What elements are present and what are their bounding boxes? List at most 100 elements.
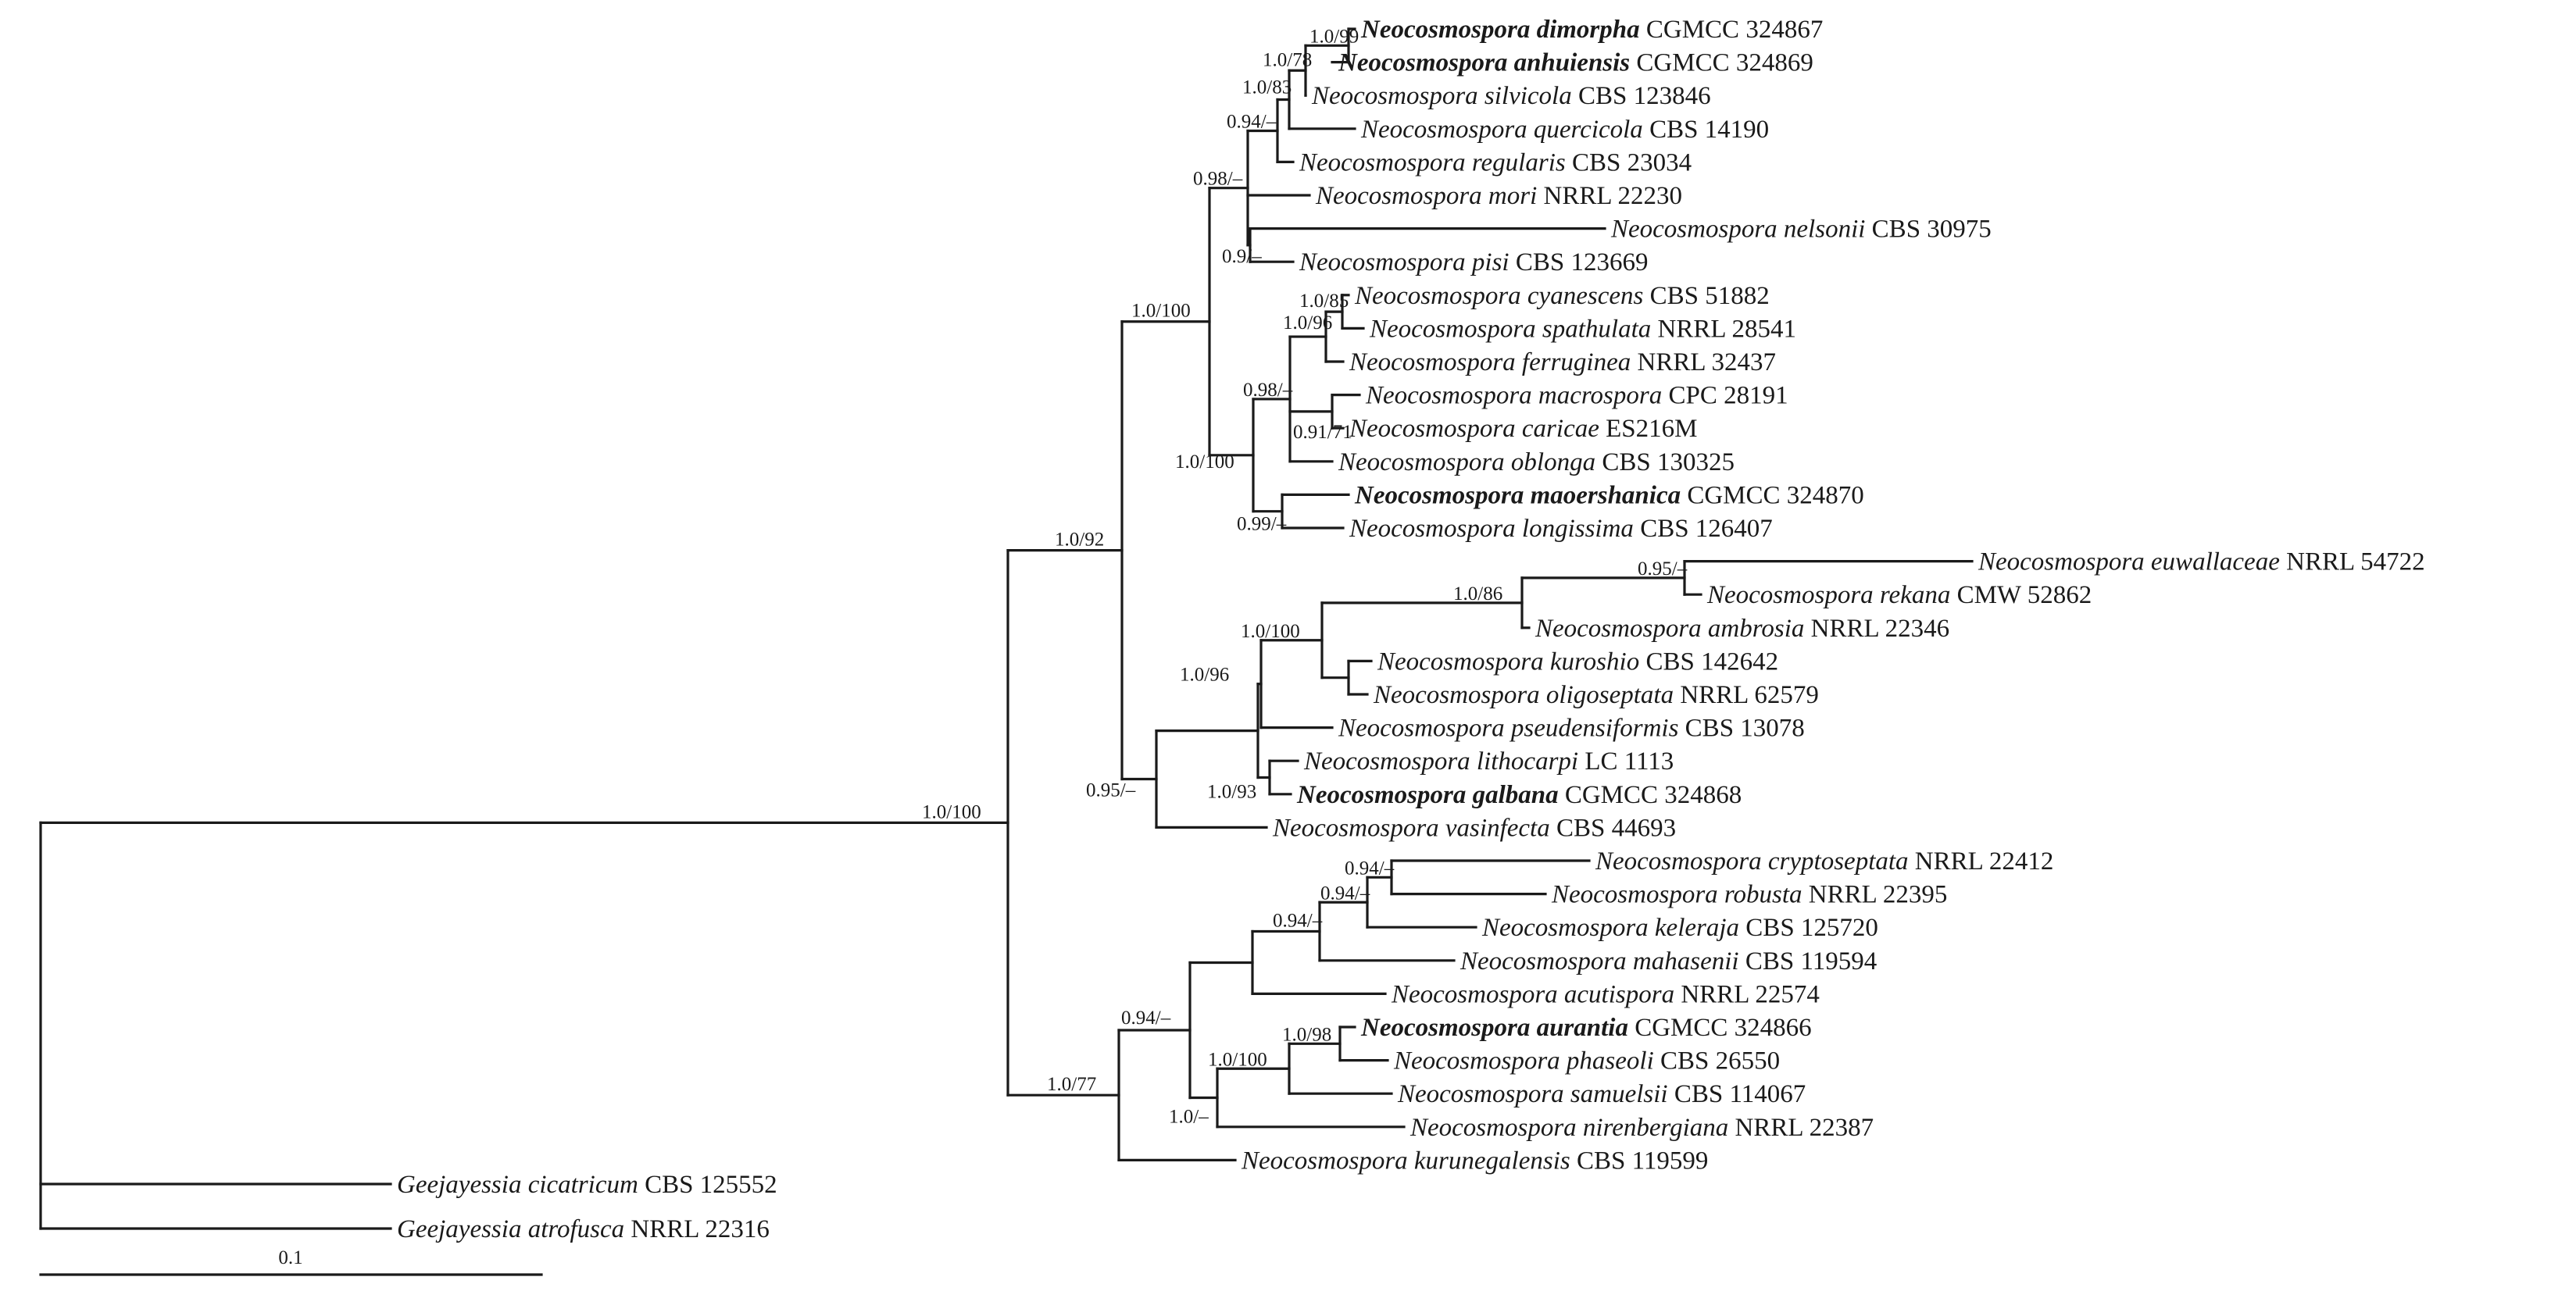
- taxon-label: Neocosmospora dimorpha CGMCC 324867: [1360, 16, 1823, 44]
- taxon-label: Neocosmospora caricae ES216M: [1349, 415, 1697, 443]
- strain-code: CBS 125720: [1739, 914, 1878, 942]
- species-name: Neocosmospora regularis: [1299, 148, 1566, 177]
- strain-code: CBS 126407: [1634, 515, 1773, 543]
- taxon-label: Neocosmospora ferruginea NRRL 32437: [1349, 348, 1776, 376]
- taxon-label: Neocosmospora mori NRRL 22230: [1315, 182, 1682, 210]
- strain-code: CBS 13078: [1678, 715, 1804, 743]
- species-name: Neocosmospora cyanescens: [1354, 282, 1643, 310]
- taxon-label: Neocosmospora acutispora NRRL 22574: [1391, 980, 1820, 1008]
- species-name: Neocosmospora nelsonii: [1610, 216, 1865, 244]
- support-value: 1.0/77: [1047, 1074, 1096, 1095]
- taxon-label: Neocosmospora aurantia CGMCC 324866: [1360, 1014, 1812, 1042]
- taxon-label: Neocosmospora rekana CMW 52862: [1706, 581, 2092, 609]
- taxon-label: Geejayessia cicatricum CBS 125552: [397, 1171, 777, 1199]
- strain-code: CBS 26550: [1654, 1047, 1780, 1075]
- support-value: 1.0/96: [1283, 312, 1332, 333]
- support-value: 1.0/100: [1131, 301, 1191, 322]
- species-name: Neocosmospora keleraja: [1481, 914, 1739, 942]
- taxon-label: Neocosmospora macrospora CPC 28191: [1365, 382, 1788, 410]
- species-name: Geejayessia cicatricum: [397, 1171, 638, 1199]
- strain-code: NRRL 22230: [1537, 182, 1682, 210]
- taxon-label: Neocosmospora mahasenii CBS 119594: [1459, 947, 1877, 976]
- taxon-label: Neocosmospora longissima CBS 126407: [1349, 515, 1773, 543]
- strain-code: CBS 119594: [1739, 947, 1878, 976]
- strain-code: CPC 28191: [1662, 382, 1788, 410]
- species-name: Neocosmospora pisi: [1299, 248, 1510, 276]
- support-value: 0.94/–: [1121, 1008, 1171, 1029]
- strain-code: LC 1113: [1578, 747, 1674, 776]
- support-value: 0.94/–: [1227, 111, 1277, 132]
- support-value: 0.94/–: [1345, 858, 1395, 879]
- taxon-label: Geejayessia atrofusca NRRL 22316: [397, 1215, 770, 1243]
- species-name: Neocosmospora aurantia: [1360, 1014, 1628, 1042]
- strain-code: NRRL 32437: [1631, 348, 1776, 376]
- support-value: 1.0/83: [1242, 77, 1292, 98]
- taxon-label: Neocosmospora regularis CBS 23034: [1299, 148, 1692, 177]
- species-name: Neocosmospora lithocarpi: [1303, 747, 1578, 776]
- strain-code: CBS 130325: [1595, 448, 1735, 476]
- species-name: Neocosmospora vasinfecta: [1272, 814, 1550, 842]
- species-name: Neocosmospora galbana: [1296, 781, 1559, 809]
- species-name: Neocosmospora anhuiensis: [1338, 49, 1630, 77]
- strain-code: CBS 142642: [1639, 647, 1778, 676]
- support-value: 1.0/100: [1208, 1049, 1267, 1070]
- species-name: Neocosmospora kuroshio: [1377, 647, 1639, 676]
- species-name: Neocosmospora nirenbergiana: [1409, 1114, 1728, 1142]
- strain-code: CGMCC 324869: [1630, 49, 1813, 77]
- taxon-label: Neocosmospora spathulata NRRL 28541: [1369, 315, 1796, 343]
- species-name: Neocosmospora pseudensiformis: [1338, 715, 1678, 743]
- species-name: Neocosmospora maoershanica: [1354, 481, 1681, 509]
- taxon-label: Neocosmospora kuroshio CBS 142642: [1377, 647, 1778, 676]
- species-name: Neocosmospora mahasenii: [1459, 947, 1739, 976]
- species-name: Neocosmospora mori: [1315, 182, 1537, 210]
- support-value: 0.91/71: [1293, 422, 1352, 443]
- species-name: Neocosmospora longissima: [1349, 515, 1634, 543]
- strain-code: CBS 119599: [1570, 1147, 1709, 1175]
- species-name: Neocosmospora spathulata: [1369, 315, 1651, 343]
- support-value: 0.95/–: [1638, 558, 1688, 580]
- strain-code: NRRL 22316: [624, 1215, 770, 1243]
- taxon-label: Neocosmospora silvicola CBS 123846: [1311, 82, 1711, 110]
- strain-code: NRRL 22412: [1909, 847, 2054, 876]
- strain-code: CBS 30975: [1865, 216, 1991, 244]
- species-name: Geejayessia atrofusca: [397, 1215, 624, 1243]
- taxon-label: Neocosmospora anhuiensis CGMCC 324869: [1338, 49, 1813, 77]
- species-name: Neocosmospora rekana: [1706, 581, 1950, 609]
- taxon-label: Neocosmospora oligoseptata NRRL 62579: [1373, 681, 1819, 709]
- support-value: 1.0/–: [1169, 1107, 1209, 1128]
- taxon-labels: Neocosmospora dimorpha CGMCC 324867Neoco…: [397, 16, 2425, 1243]
- support-value: 1.0/98: [1282, 1024, 1331, 1045]
- strain-code: CGMCC 324866: [1628, 1014, 1812, 1042]
- support-value: 1.0/96: [1180, 665, 1229, 686]
- taxon-label: Neocosmospora galbana CGMCC 324868: [1296, 781, 1742, 809]
- strain-code: CBS 114067: [1668, 1080, 1806, 1108]
- species-name: Neocosmospora cryptoseptata: [1595, 847, 1909, 876]
- support-value: 1.0/99: [1309, 26, 1359, 47]
- taxon-label: Neocosmospora euwallaceae NRRL 54722: [1978, 548, 2425, 576]
- support-value: 0.94/–: [1273, 911, 1323, 932]
- species-name: Neocosmospora samuelsii: [1397, 1080, 1668, 1108]
- support-value: 0.98/–: [1243, 380, 1293, 401]
- species-name: Neocosmospora phaseoli: [1393, 1047, 1654, 1075]
- strain-code: CBS 123669: [1510, 248, 1649, 276]
- taxon-label: Neocosmospora quercicola CBS 14190: [1360, 116, 1769, 144]
- support-value: 0.94/–: [1320, 883, 1370, 904]
- species-name: Neocosmospora silvicola: [1311, 82, 1572, 110]
- support-value: 0.98/–: [1193, 169, 1243, 190]
- taxon-label: Neocosmospora nirenbergiana NRRL 22387: [1409, 1114, 1874, 1142]
- species-name: Neocosmospora oligoseptata: [1373, 681, 1674, 709]
- strain-code: CGMCC 324870: [1681, 481, 1864, 509]
- strain-code: NRRL 22395: [1802, 881, 1948, 909]
- species-name: Neocosmospora robusta: [1551, 881, 1802, 909]
- strain-code: CBS 14190: [1643, 116, 1769, 144]
- strain-code: NRRL 22387: [1728, 1114, 1874, 1142]
- strain-code: NRRL 22574: [1674, 980, 1820, 1008]
- tree-branches: [39, 27, 1974, 1230]
- strain-code: CBS 125552: [638, 1171, 777, 1199]
- taxon-label: Neocosmospora cryptoseptata NRRL 22412: [1595, 847, 2053, 876]
- strain-code: CGMCC 324867: [1640, 16, 1824, 44]
- scale-bar: 0.1: [39, 1247, 543, 1276]
- strain-code: NRRL 62579: [1674, 681, 1819, 709]
- taxon-label: Neocosmospora keleraja CBS 125720: [1481, 914, 1878, 942]
